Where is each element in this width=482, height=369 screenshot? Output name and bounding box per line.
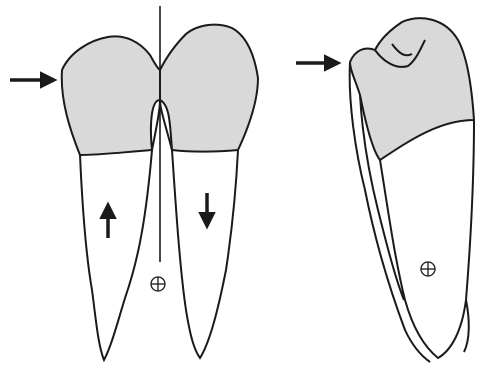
right-root: [380, 120, 474, 358]
left-root-mesial: [80, 150, 152, 360]
rotation-center-icon: [421, 262, 435, 276]
left-crown-distal: [160, 25, 258, 152]
left-crown-mesial: [62, 36, 160, 155]
right-crown: [350, 18, 474, 160]
left-root-distal: [172, 150, 238, 358]
right-tooth: [350, 18, 474, 362]
rotation-center-icon: [151, 277, 165, 291]
